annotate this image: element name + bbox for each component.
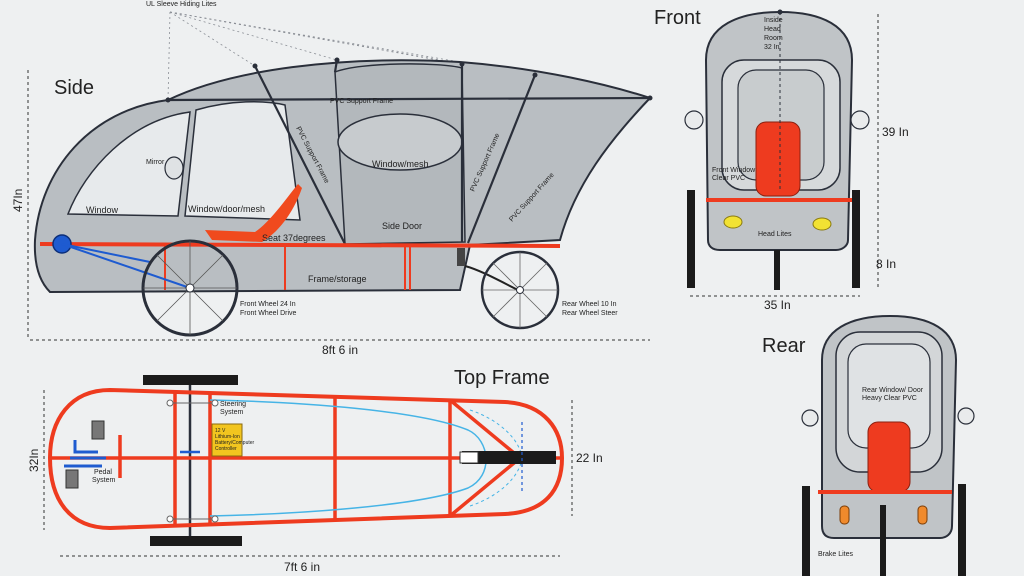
pedal-label-1: Pedal [94,469,112,476]
rear-window-label-2: Heavy Clear PVC [862,395,917,402]
top-rear-width-label: 22 In [576,451,603,465]
front-view-title: Front [654,7,701,29]
rear-steer-arm [464,265,519,291]
front-left-mirror [684,110,704,130]
left-brake-lite [839,505,850,525]
top-rear-hub [459,451,479,464]
battery-label-1: 12 V [215,428,226,434]
rear-seat [867,421,911,493]
drive-chain [61,243,191,289]
rear-window-label-1: Rear Window/ Door [862,387,924,394]
front-side-window [66,111,191,217]
rear-wheel-label-1: Rear Wheel 10 In [562,301,617,308]
pedal-label-2: System [92,477,116,484]
rear-steer-mount [457,248,465,266]
right-brake-lite [917,505,928,525]
door-window [184,100,301,221]
side-length-label: 8ft 6 in [322,343,358,357]
front-view: Front Inside Head Room 32 In Front Windo… [654,7,909,312]
left-head-lite [723,215,743,229]
head-room-label-3: Room [764,35,783,42]
head-room-point [777,9,783,15]
front-width-label: 35 In [764,298,791,312]
rib-joints [165,57,653,103]
side-dimension-lines [27,70,650,341]
seat-label: Seat 37degrees [262,233,326,243]
head-room-label-4: 32 In [764,44,780,51]
top-length-label: 7ft 6 in [284,560,320,574]
pvc-ribs [167,59,651,245]
front-window-label-1: Front Window [712,167,756,174]
frame-storage-label: Frame/storage [308,274,367,284]
rear-right-mirror [957,407,975,425]
top-frame-title: Top Frame [454,367,550,389]
front-height-upper-label: 39 In [882,125,909,139]
top-left-tire [143,375,238,385]
window-label: Window [86,205,119,215]
pvc-support-frame-label: PVC Support Frame [330,98,393,105]
front-wheels [687,190,860,290]
front-height-lower-label: 8 In [876,257,896,271]
top-width-label: 32In [27,449,41,472]
pedal-system [64,420,106,489]
front-wheel [141,239,239,337]
front-wheel-label-1: Front Wheel 24 In [240,301,296,308]
battery-label-2: Lithium-Ion [215,434,240,440]
top-right-tire [150,536,242,546]
head-lites-label: Head Lites [758,231,792,238]
rear-left-mirror [801,409,819,427]
rear-view: Rear Rear Window/ Door Heavy Clear PVC B… [762,314,975,576]
rear-wheels [802,484,966,576]
battery-label-3: Battery/Computer [215,440,255,446]
mirror-shape [164,156,184,180]
side-door-label: Side Door [382,221,422,231]
rear-wheel-label-2: Rear Wheel Steer [562,310,618,317]
top-dimension-lines [43,390,573,557]
sleeve-label: UL Sleeve Hiding Lites [146,1,217,8]
steering-label-1: Steering [220,401,246,408]
rear-view-title: Rear [762,335,806,357]
front-window-label-2: Clear PVC [712,175,745,182]
frame-outline [47,387,565,531]
window-mesh-label: Window/mesh [372,159,429,169]
front-right-mirror [850,110,870,130]
rear-wheel [480,250,560,330]
frame-crossmembers [164,246,411,290]
front-dimension-lines [690,14,879,297]
steering-system [166,399,219,523]
frame-rail-top [39,242,561,248]
drive-chain-return [61,243,151,263]
side-view: Side UL Sleeve Hiding Lites [11,1,653,357]
seat [205,184,302,242]
battery-label-4: Controller [215,446,237,452]
brake-lites-label: Brake Lites [818,551,854,558]
head-room-label-1: Inside [764,17,783,24]
side-view-title: Side [54,77,94,99]
front-seat [755,121,801,197]
mirror-label: Mirror [146,159,165,166]
top-frame-view: Top Frame [27,367,603,574]
right-head-lite [812,217,832,231]
side-height-label: 47In [11,189,25,212]
head-room-label-2: Head [764,26,781,33]
battery-box [211,423,243,457]
front-wheel-label-2: Front Wheel Drive [240,310,297,317]
window-door-label: Window/door/mesh [188,204,265,214]
steering-label-2: System [220,409,244,416]
top-rear-wheel [462,451,556,464]
